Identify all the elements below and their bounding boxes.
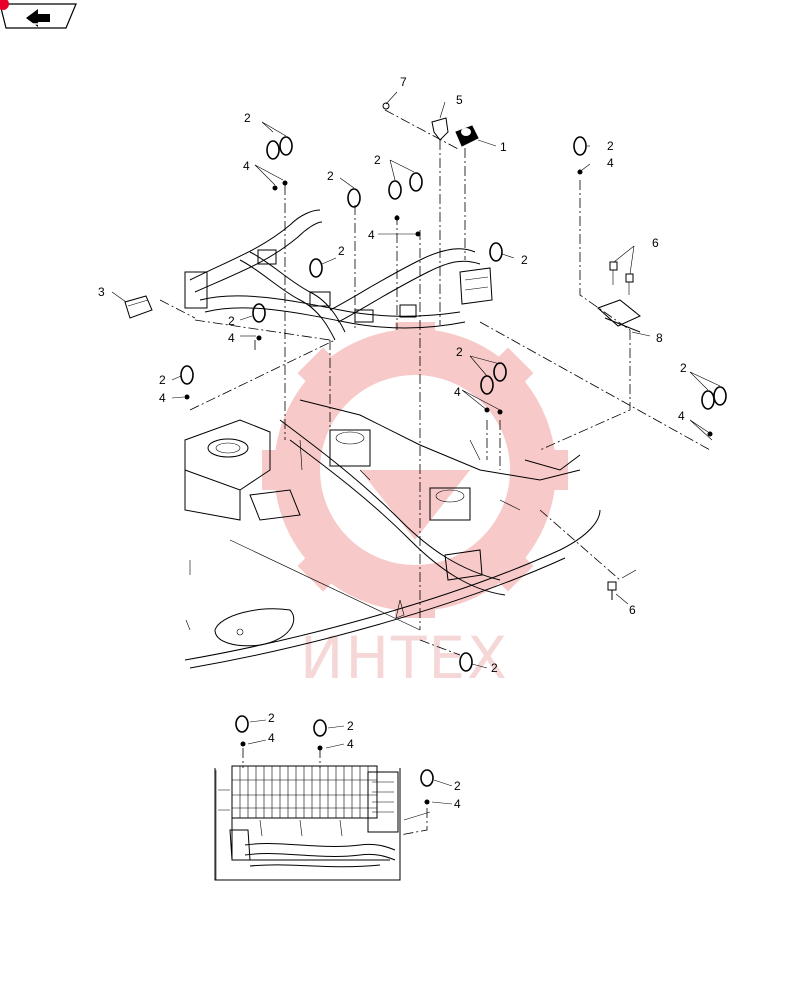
o-ring [388,180,402,200]
callout-1: 1 [500,140,507,154]
fitting [282,180,288,186]
fitting [577,169,583,175]
callout-2: 2 [374,153,381,167]
callout-2: 2 [159,373,166,387]
callout-4: 4 [678,409,685,423]
cap-part [124,295,153,319]
callout-2: 2 [228,314,235,328]
o-ring [313,719,327,737]
watermark-gear [262,322,568,618]
callout-labels: 7 5 1 2 4 2 2 4 2 2 3 2 4 2 4 2 4 2 4 6 … [98,75,687,811]
o-ring [573,136,587,156]
callout-4: 4 [607,156,614,170]
callout-4: 4 [159,391,166,405]
leader-lines [159,109,711,656]
o-ring [409,172,423,192]
fitting [497,409,503,415]
detail-o-rings [235,715,453,805]
o-ring [252,303,266,323]
fitting [317,745,323,751]
o-ring [279,136,293,156]
callout-2: 2 [244,111,251,125]
return-button[interactable] [0,0,77,29]
clip-part [431,117,449,141]
o-ring [235,715,249,733]
callout-2: 2 [327,169,334,183]
radiator-detail [214,748,431,881]
o-ring [459,652,473,672]
o-ring [701,390,715,410]
o-ring [420,769,434,787]
callout-5: 5 [456,93,463,107]
o-ring [347,188,361,208]
fitting-group [184,169,713,437]
callout-2: 2 [491,661,498,675]
callout-8: 8 [656,331,663,345]
fitting [272,185,278,191]
callout-4: 4 [347,737,354,751]
fitting [256,335,262,341]
fitting [184,394,190,400]
fitting [707,431,713,437]
clamp-block [455,125,479,147]
callout-2: 2 [454,779,461,793]
bracket-part [597,299,641,333]
frame-structure [184,399,601,669]
bolt-pair [609,261,634,295]
o-ring [489,242,503,262]
fitting [240,741,246,747]
callout-2: 2 [456,345,463,359]
o-ring [266,140,280,160]
callout-2: 2 [607,139,614,153]
callout-4: 4 [243,159,250,173]
o-ring [713,386,727,406]
callout-3: 3 [98,285,105,299]
callout-2: 2 [338,244,345,258]
callout-2: 2 [680,361,687,375]
callout-6: 6 [629,603,636,617]
o-ring [180,365,194,385]
callout-4: 4 [268,731,275,745]
callout-6: 6 [652,236,659,250]
o-ring [309,258,323,278]
o-ring [493,362,507,382]
callout-leaders [111,91,721,669]
watermark-text: ИНТЕХ [300,624,509,692]
hose-assembly [184,209,493,341]
callout-4: 4 [454,385,461,399]
callout-4: 4 [368,228,375,242]
return-arrow-icon [26,9,50,27]
callout-4: 4 [454,797,461,811]
pin-part [382,102,390,110]
callout-7: 7 [400,75,407,89]
callout-2: 2 [521,253,528,267]
fitting [394,215,400,221]
fitting [424,799,430,805]
callout-2: 2 [347,719,354,733]
o-ring-group [180,136,727,672]
callout-4: 4 [228,331,235,345]
lower-bolt [607,569,637,600]
callout-2: 2 [268,711,275,725]
corner-marker-icon [0,0,9,10]
